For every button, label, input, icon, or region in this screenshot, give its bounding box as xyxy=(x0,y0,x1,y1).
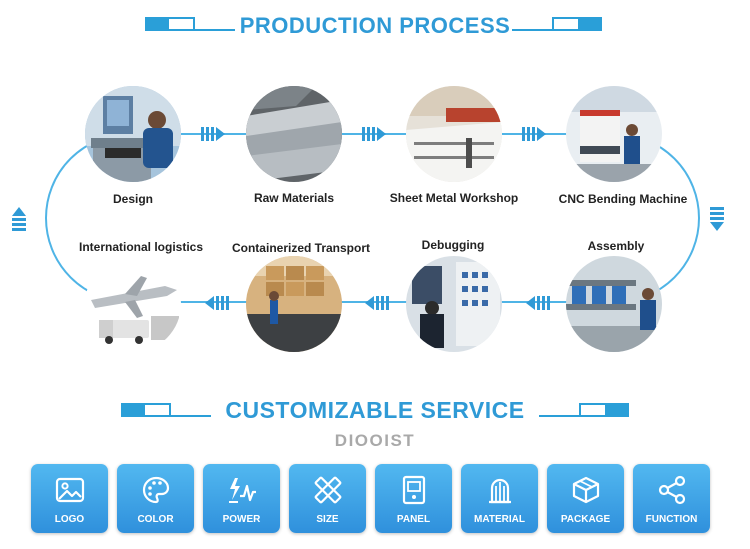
containerized-transport-photo xyxy=(246,256,342,352)
debugging-photo xyxy=(406,256,502,352)
step-label-cnc-bending-machine: CNC Bending Machine xyxy=(558,192,688,206)
step-label-sheet-metal-workshop: Sheet Metal Workshop xyxy=(389,191,519,205)
step-label-design: Design xyxy=(112,192,153,206)
cnc-bending-machine-photo xyxy=(566,86,662,182)
service-label: LOGO xyxy=(54,514,85,525)
service-card-color[interactable]: COLOR xyxy=(117,464,194,533)
service-card-function[interactable]: FUNCTION xyxy=(633,464,710,533)
header-bar-left xyxy=(145,17,195,31)
header2-bar-right xyxy=(579,403,629,417)
service-card-size[interactable]: SIZE xyxy=(289,464,366,533)
step-label-assembly: Assembly xyxy=(587,239,645,253)
header-bar-right xyxy=(552,17,602,31)
header-line-right xyxy=(512,29,554,31)
service-label: FUNCTION xyxy=(645,514,698,525)
arrow-left-icon xyxy=(205,296,229,310)
assembly-photo xyxy=(566,256,662,352)
arrow-right-icon xyxy=(201,127,225,141)
header2-line-left xyxy=(169,415,211,417)
service-label: SIZE xyxy=(316,514,339,525)
service-label: PACKAGE xyxy=(560,514,611,525)
arrow-left-icon xyxy=(365,296,389,310)
power-wave-icon xyxy=(229,478,256,503)
production-process-header xyxy=(0,13,750,41)
share-nodes-icon xyxy=(658,475,686,505)
arrow-down-icon xyxy=(710,207,724,231)
brand-name: DIOOIST xyxy=(334,431,416,450)
package-icon xyxy=(572,476,600,504)
arrow-right-icon xyxy=(362,127,386,141)
material-icon xyxy=(489,478,511,504)
panel-icon xyxy=(402,475,426,505)
service-card-material[interactable]: MATERIAL xyxy=(461,464,538,533)
service-label: MATERIAL xyxy=(474,514,525,525)
step-label-international-logistics: International logistics xyxy=(78,240,204,254)
header2-bar-left xyxy=(121,403,171,417)
service-card-logo[interactable]: LOGO xyxy=(31,464,108,533)
arrow-right-icon xyxy=(522,127,546,141)
service-label: COLOR xyxy=(137,514,174,525)
design-photo xyxy=(85,86,181,182)
service-card-panel[interactable]: PANEL xyxy=(375,464,452,533)
service-label: POWER xyxy=(222,514,261,525)
arrow-left-icon xyxy=(526,296,550,310)
step-label-containerized-transport: Containerized Transport xyxy=(231,241,371,255)
palette-icon xyxy=(142,476,170,504)
step-label-debugging: Debugging xyxy=(421,238,485,252)
production-process-title: PRODUCTION PROCESS xyxy=(239,13,511,38)
image-icon xyxy=(55,477,85,503)
header2-line-right xyxy=(539,415,581,417)
customizable-service-header xyxy=(0,397,750,425)
service-card-power[interactable]: POWER xyxy=(203,464,280,533)
customizable-service-title: CUSTOMIZABLE SERVICE xyxy=(225,397,525,423)
arrow-up-icon xyxy=(12,207,26,231)
step-label-raw-materials: Raw Materials xyxy=(253,191,335,205)
international-logistics-photo xyxy=(85,256,181,352)
header-line-left xyxy=(193,29,235,31)
raw-materials-photo xyxy=(246,86,342,182)
sheet-metal-workshop-photo xyxy=(406,86,502,182)
service-label: PANEL xyxy=(396,514,431,525)
service-card-package[interactable]: PACKAGE xyxy=(547,464,624,533)
ruler-icon xyxy=(314,476,342,504)
